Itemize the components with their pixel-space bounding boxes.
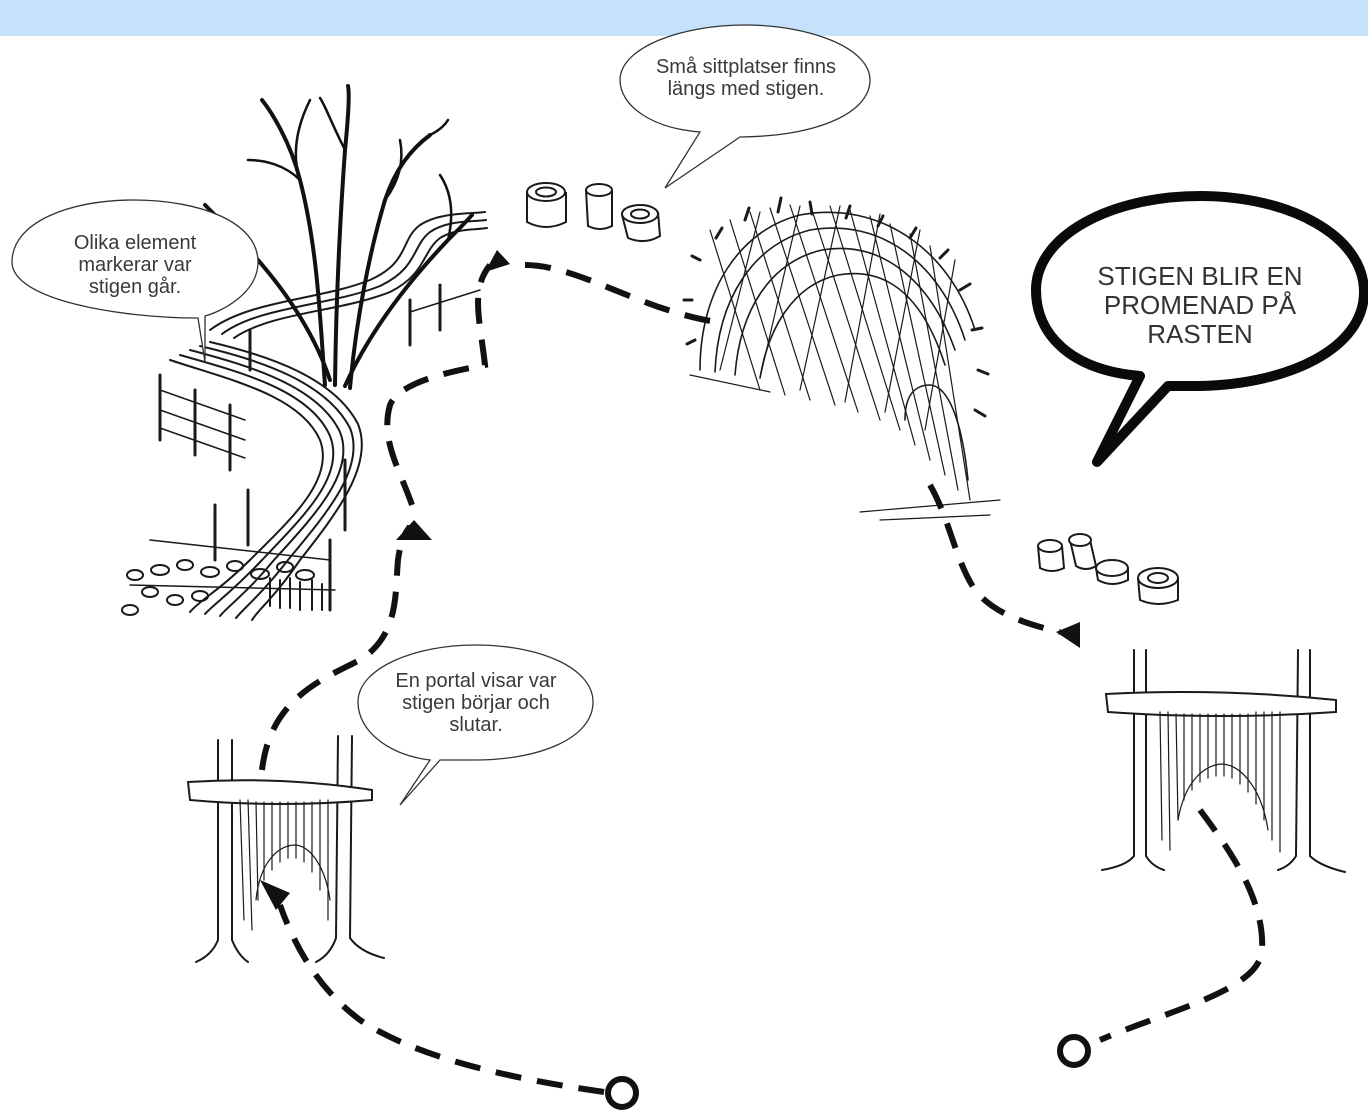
speech-bubbles — [12, 25, 1364, 805]
arrow-to-portal-right — [1056, 622, 1080, 648]
willow-portal-end — [1102, 650, 1345, 872]
willow-portal-start — [188, 736, 384, 962]
arrow-up-tree — [485, 250, 510, 272]
log-seats-right — [1038, 534, 1178, 604]
direction-arrow — [260, 250, 1080, 910]
callout-elements: Olika element markerar var stigen går. — [50, 232, 220, 298]
callout-portal: En portal visar var stigen börjar och sl… — [378, 670, 574, 736]
route-to-tunnel — [525, 265, 718, 322]
willow-tunnel — [684, 198, 1000, 520]
start-circle — [608, 1079, 636, 1107]
callout-seats: Små sittplatser finns längs med stigen. — [640, 56, 852, 100]
end-circle — [1060, 1037, 1088, 1065]
arrow-up-left — [396, 520, 432, 540]
arrow-into-portal-left — [260, 880, 290, 910]
route-start-to-portal — [280, 905, 604, 1092]
callout-headline: STIGEN BLIR EN PROMENAD PÅ RASTEN — [1082, 262, 1318, 349]
route-portal-to-end — [1100, 810, 1262, 1040]
log-seats-top — [527, 183, 660, 241]
bubble-seats — [620, 25, 870, 188]
